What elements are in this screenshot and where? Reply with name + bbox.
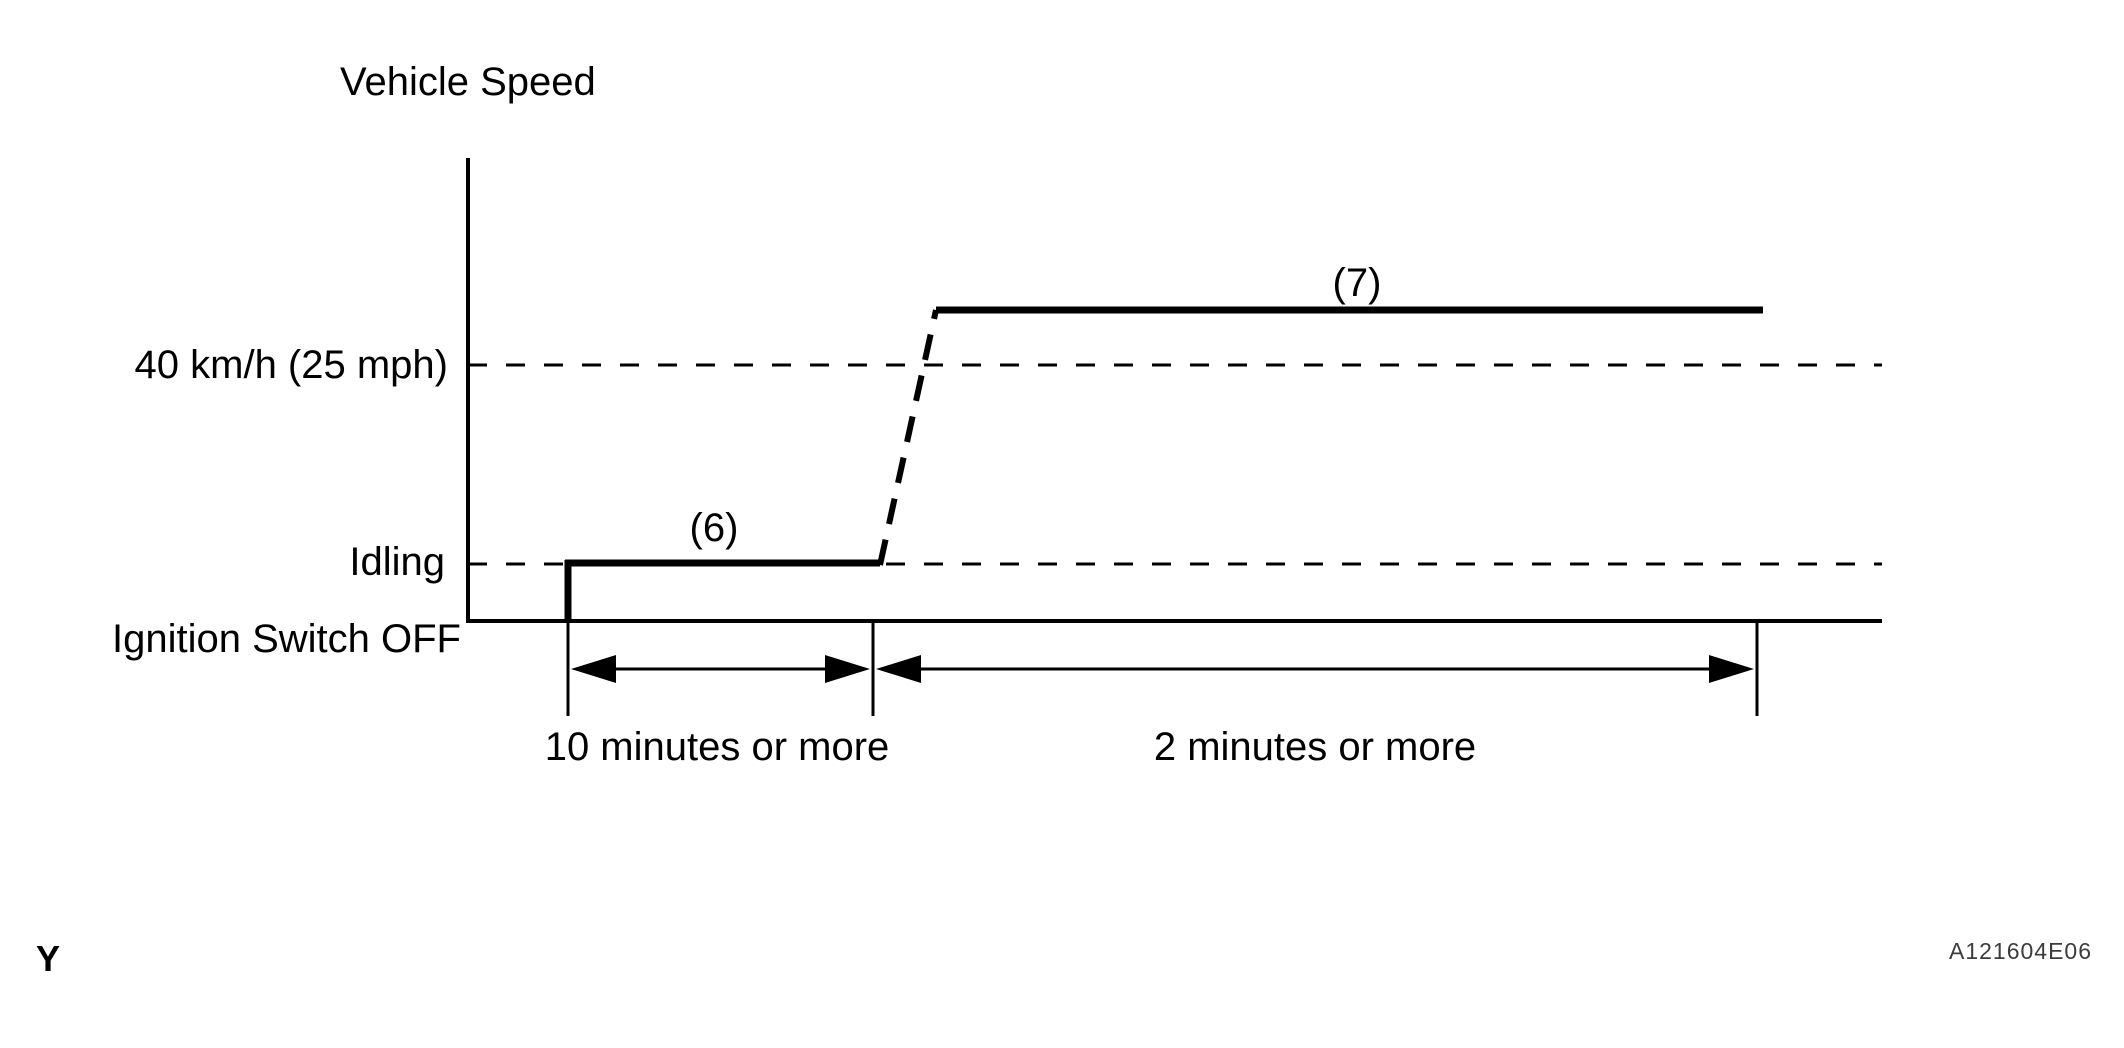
segment-6-label: (6): [689, 506, 739, 550]
idling-label: Idling: [349, 540, 445, 584]
figure-code: A121604E06: [1948, 938, 2092, 964]
arrowhead-left-icon: [876, 655, 921, 683]
ignition-off-label: Ignition Switch OFF: [111, 617, 461, 661]
duration-arrow-drive: [876, 655, 1754, 683]
drive-duration-label: 2 minutes or more: [1153, 725, 1477, 769]
idle-duration-label: 10 minutes or more: [544, 725, 890, 769]
page-marker: Y: [36, 938, 61, 979]
arrowhead-right-icon: [825, 655, 870, 683]
arrowhead-right-icon: [1709, 655, 1754, 683]
arrowhead-left-icon: [571, 655, 616, 683]
acceleration-dashline: [877, 309, 939, 566]
segment-7-label: (7): [1332, 261, 1382, 305]
duration-arrow-idle: [571, 655, 870, 683]
speed-threshold-label: 40 km/h (25 mph): [134, 343, 448, 387]
chart-title: Vehicle Speed: [340, 60, 596, 104]
